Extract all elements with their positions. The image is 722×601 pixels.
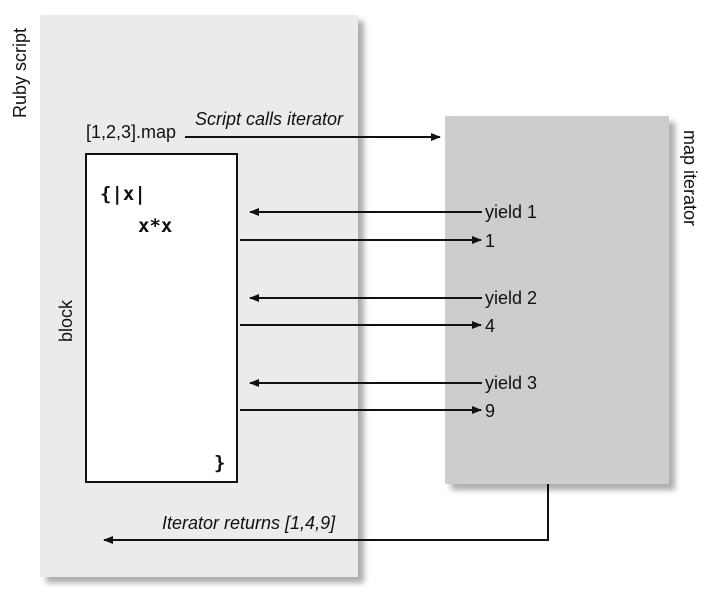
block-code-close: } — [214, 452, 226, 474]
result-label-3: 9 — [485, 401, 496, 421]
yield-label-2: yield 2 — [485, 288, 538, 308]
call-expression: [1,2,3].map — [86, 122, 177, 142]
block-code-body: x*x — [138, 215, 173, 237]
result-label-1: 1 — [485, 231, 496, 251]
yield-label-1: yield 1 — [485, 202, 538, 222]
block-code-open: {|x| — [100, 183, 146, 205]
call-arrow-label: Script calls iterator — [195, 109, 344, 129]
return-arrow — [103, 484, 549, 544]
yield-label-3: yield 3 — [485, 373, 538, 393]
map-iterator-panel — [445, 116, 669, 484]
return-label: Iterator returns [1,4,9] — [162, 513, 336, 533]
result-label-2: 4 — [485, 316, 496, 336]
block-box — [85, 153, 238, 483]
